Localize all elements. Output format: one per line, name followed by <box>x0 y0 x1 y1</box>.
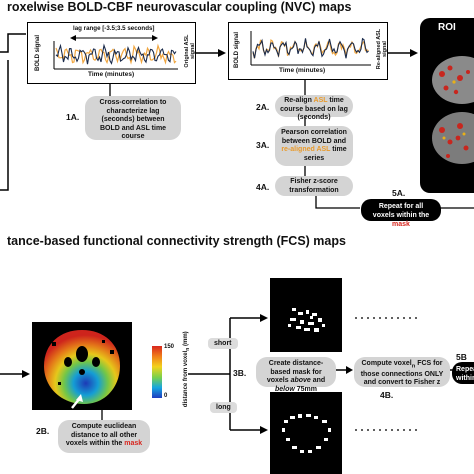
section-b-title: tance-based functional connectivity stre… <box>7 234 346 248</box>
colorbar-min: 0 <box>164 393 168 399</box>
step-2b-number: 2B. <box>36 426 50 436</box>
colorbar-label-text: distance from voxel <box>182 350 189 408</box>
colorbar-label-unit: (mm) <box>182 331 189 348</box>
step-4b-sub: n <box>411 363 416 370</box>
signal-plot-original <box>53 35 178 70</box>
step-3a-text-post: time series <box>303 146 347 162</box>
step-3b-number: 3B. <box>233 368 247 378</box>
colorbar-label: distance from voxeln (mm) <box>182 331 192 408</box>
roi-brain-panel: ROI <box>420 18 474 193</box>
step-5b-text: Repeat f within th <box>456 366 474 382</box>
short-mask-pattern <box>288 308 325 332</box>
long-mask-image <box>270 392 342 474</box>
step-3b-above: above <box>290 377 311 384</box>
tag-short: short <box>208 338 238 349</box>
chart1-y-left-label: BOLD signal <box>35 34 41 71</box>
step-3a-box: Pearson correlation between BOLD and re-… <box>275 126 353 166</box>
signal-plot-realigned <box>250 31 371 66</box>
step-4b-number: 4B. <box>380 390 394 400</box>
step-4a-text: Fisher z-score transformation <box>289 178 339 194</box>
roi-label: ROI <box>438 22 456 33</box>
step-5b-box: Repeat f within th <box>452 362 474 384</box>
lag-range-label: lag range [-3.5;3.5 seconds] <box>73 25 155 32</box>
tag-long: long <box>210 402 237 413</box>
colorbar-label-sub: n <box>185 347 192 351</box>
short-mask-image <box>270 278 342 352</box>
step-5a-number: 5A. <box>392 188 406 198</box>
chart2-y-left-label: BOLD signal <box>234 31 240 68</box>
realigned-signal-chart: Time (minutes) BOLD signal Re-aligned AS… <box>228 22 388 80</box>
step-5a-highlight: mask <box>392 221 410 228</box>
step-5b-number: 5B <box>456 352 467 362</box>
step-3a-number: 3A. <box>256 140 270 150</box>
step-2a-number: 2A. <box>256 102 270 112</box>
step-3b-below: below <box>274 385 295 393</box>
section-a-title: roxelwise BOLD-CBF neurovascular couplin… <box>7 0 352 14</box>
step-2a-text-post: time course based on lag (seconds) <box>280 97 348 121</box>
step-2a-box: Re-align ASL time course based on lag (s… <box>275 95 353 121</box>
step-1a-text: Cross-correlation to characterize lag (s… <box>99 99 167 140</box>
chart2-y-right-label: Re-aligned ASL signal <box>376 28 388 70</box>
step-3b-text-pre: Create distance-based mask for voxels <box>266 360 324 384</box>
chart1-x-label: Time (minutes) <box>88 71 135 78</box>
step-4b-box: Compute voxeln FCS for those connections… <box>354 357 450 387</box>
step-5a-text-pre: Repeat for all voxels within the <box>372 203 430 219</box>
step-4b-text-post: FCS for those connections ONLY and conve… <box>360 360 444 387</box>
distance-colorbar <box>152 346 162 398</box>
step-3a-highlight: re-aligned ASL <box>281 146 331 153</box>
step-3b-box: Create distance-based mask for voxels ab… <box>256 357 336 393</box>
step-4a-number: 4A. <box>256 182 270 192</box>
original-signal-chart: lag range [-3.5;3.5 seconds] Time (minut… <box>27 22 196 84</box>
distance-brain-image <box>44 330 120 409</box>
step-2b-highlight: mask <box>124 440 143 447</box>
step-2b-box: Compute euclidean distance to all other … <box>58 420 150 453</box>
step-1a-box: Cross-correlation to characterize lag (s… <box>85 96 181 140</box>
step-3b-text-post: 75mm <box>294 385 318 393</box>
distance-brain-slice <box>32 322 132 410</box>
step-4b-text-pre: Compute voxel <box>361 360 412 367</box>
step-4a-box: Fisher z-score transformation <box>275 176 353 196</box>
step-3a-text-pre: Pearson correlation between BOLD and <box>281 129 347 145</box>
colorbar-max: 150 <box>164 344 175 350</box>
step-3b-text-mid: and <box>310 377 326 384</box>
step-2a-text-pre: Re-align <box>284 97 314 104</box>
roi-brain-image <box>432 56 474 164</box>
step-5a-box: Repeat for all voxels within the mask <box>361 199 441 228</box>
long-mask-pattern <box>282 414 331 453</box>
chart2-x-label: Time (minutes) <box>279 67 326 74</box>
step-2a-highlight: ASL <box>313 97 328 104</box>
step-1a-number: 1A. <box>66 112 80 122</box>
chart1-y-right-label: Original ASL signal <box>184 34 196 68</box>
step-2b-text-pre: Compute euclidean distance to all other … <box>65 423 138 447</box>
